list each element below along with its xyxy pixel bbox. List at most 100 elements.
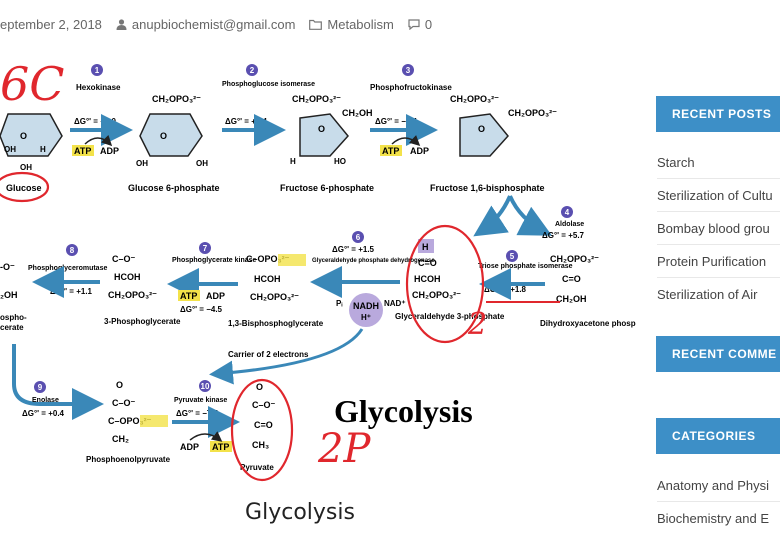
post-meta: eptember 2, 2018 anupbiochemist@gmail.co…: [0, 14, 640, 34]
svg-text:ATP: ATP: [212, 442, 229, 452]
svg-text:C=O: C=O: [254, 420, 273, 430]
svg-text:H: H: [422, 242, 429, 252]
recent-posts-title: RECENT POSTS: [656, 96, 780, 132]
label-fructose-6-phosphate: Fructose 6-phosphate: [280, 183, 374, 193]
svg-text:H: H: [290, 157, 296, 166]
enzyme-triose-phosphate-isomerase: Triose phosphate isomerase: [478, 263, 573, 270]
svg-text:C=O: C=O: [418, 258, 437, 268]
svg-text:NAD⁺: NAD⁺: [384, 299, 406, 308]
svg-text:ADP: ADP: [100, 146, 119, 156]
svg-text:ΔG°' = −3.4: ΔG°' = −3.4: [375, 117, 418, 126]
recent-post-link[interactable]: Bombay blood grou: [657, 221, 770, 236]
label-glyceraldehyde-3-phosphate: Glyceraldehyde 3-phosphate: [395, 312, 505, 321]
svg-text:Pᵢ: Pᵢ: [336, 299, 342, 308]
svg-text:8: 8: [70, 246, 75, 255]
handwritten-2p: 2P: [317, 426, 371, 472]
svg-text:C–O⁻: C–O⁻: [252, 400, 276, 410]
svg-text:HO: HO: [334, 157, 346, 166]
glycolysis-diagram: 6C O OH H OH Glucose 1 Hexokinase ΔG°' =…: [0, 44, 636, 499]
enzyme-hexokinase: Hexokinase: [76, 83, 121, 92]
label-glucose-6-phosphate: Glucose 6-phosphate: [128, 183, 220, 193]
svg-text:10: 10: [201, 382, 210, 391]
svg-text:CH₂: CH₂: [112, 434, 129, 444]
label-dhap: Dihydroxyacetone phosphate: [540, 319, 636, 328]
svg-text:9: 9: [38, 383, 43, 392]
enzyme-aldolase: Aldolase: [555, 221, 584, 228]
divider: [657, 178, 780, 179]
enzyme-gapdh: Glyceraldehyde phosphate dehydrogenase: [312, 258, 435, 264]
svg-text:ΔG°' = −4.0: ΔG°' = −4.0: [74, 117, 117, 126]
post-date-text: eptember 2, 2018: [0, 16, 102, 32]
categories-title: CATEGORIES: [656, 418, 780, 454]
svg-text:ATP: ATP: [74, 146, 91, 156]
svg-text:4: 4: [565, 208, 570, 217]
enzyme-phosphoglyceromutase: Phosphoglyceromutase: [28, 265, 107, 272]
svg-text:1: 1: [95, 66, 100, 75]
folder-icon: [309, 19, 323, 30]
svg-text:ΔG°' = +5.7: ΔG°' = +5.7: [542, 231, 585, 240]
svg-text:ΔG°' = −7.5: ΔG°' = −7.5: [176, 409, 219, 418]
svg-text:₂OH: ₂OH: [0, 290, 18, 300]
post-category-text[interactable]: Metabolism: [327, 16, 394, 32]
category-link[interactable]: Biochemistry and E: [657, 511, 769, 526]
svg-text:5: 5: [510, 252, 515, 261]
svg-text:ΔG°' = +0.4: ΔG°' = +0.4: [22, 409, 65, 418]
svg-text:ΔG°' = +1.1: ΔG°' = +1.1: [50, 287, 93, 296]
post-date: eptember 2, 2018: [0, 17, 102, 32]
svg-text:CH₂OPO₃²⁻: CH₂OPO₃²⁻: [292, 94, 341, 104]
svg-text:CH₂OPO₃²⁻: CH₂OPO₃²⁻: [450, 94, 499, 104]
svg-text:CH₂OPO₃²⁻: CH₂OPO₃²⁻: [550, 254, 599, 264]
post-author[interactable]: anupbiochemist@gmail.com: [116, 16, 296, 32]
svg-text:ΔG°' = +0.4: ΔG°' = +0.4: [225, 117, 268, 126]
svg-text:ΔG°' = +1.8: ΔG°' = +1.8: [484, 285, 527, 294]
svg-text:CH₂OPO₃²⁻: CH₂OPO₃²⁻: [250, 292, 299, 302]
label-1-3-bisphosphoglycerate: 1,3-Bisphosphoglycerate: [228, 319, 324, 328]
svg-text:CH₃: CH₃: [252, 440, 269, 450]
recent-post-link[interactable]: Starch: [657, 155, 695, 170]
recent-comments-title: RECENT COMME: [656, 336, 780, 372]
svg-text:HCOH: HCOH: [254, 274, 281, 284]
svg-text:H⁺: H⁺: [361, 313, 371, 322]
svg-text:C–OPO₃²⁻: C–OPO₃²⁻: [246, 254, 290, 264]
label-pyruvate: Pyruvate: [240, 463, 274, 472]
recent-post-link[interactable]: Sterilization of Cultu: [657, 188, 773, 203]
svg-text:ospho-: ospho-: [0, 313, 27, 322]
svg-text:6: 6: [356, 233, 361, 242]
handwritten-2: 2: [467, 307, 487, 342]
svg-text:OH: OH: [136, 159, 148, 168]
enzyme-enolase: Enolase: [32, 397, 59, 404]
svg-text:ΔG°' = −4.5: ΔG°' = −4.5: [180, 305, 223, 314]
enzyme-phosphoglucose-isomerase: Phosphoglucose isomerase: [222, 81, 315, 88]
recent-post-link[interactable]: Protein Purification: [657, 254, 767, 269]
label-3-phosphoglycerate: 3-Phosphoglycerate: [104, 317, 181, 326]
divider: [657, 277, 780, 278]
post-author-text[interactable]: anupbiochemist@gmail.com: [131, 16, 296, 32]
post-category[interactable]: Metabolism: [309, 16, 394, 32]
svg-text:C–O⁻: C–O⁻: [112, 398, 136, 408]
post-comments-count[interactable]: 0: [424, 16, 433, 32]
recent-post-link[interactable]: Sterilization of Air: [657, 287, 758, 302]
svg-text:OH: OH: [4, 145, 16, 154]
svg-text:ADP: ADP: [180, 442, 199, 452]
svg-text:ADP: ADP: [206, 291, 225, 301]
svg-text:O: O: [318, 124, 325, 134]
svg-text:H: H: [40, 145, 46, 154]
svg-text:7: 7: [203, 244, 208, 253]
svg-text:C–O⁻: C–O⁻: [112, 254, 136, 264]
category-link[interactable]: Anatomy and Physi: [657, 478, 770, 493]
label-fructose-1-6-bisphosphate: Fructose 1,6-bisphosphate: [430, 183, 545, 193]
nadh-badge: NADH: [353, 301, 379, 311]
label-glucose: Glucose: [6, 183, 42, 193]
svg-text:ADP: ADP: [410, 146, 429, 156]
svg-text:CH₂OPO₃²⁻: CH₂OPO₃²⁻: [508, 108, 557, 118]
post-comments[interactable]: 0: [408, 17, 432, 32]
svg-text:ATP: ATP: [382, 146, 399, 156]
svg-text:C–OPO₃²⁻: C–OPO₃²⁻: [108, 416, 152, 426]
divider: [657, 244, 780, 245]
comment-icon: [408, 18, 420, 30]
handwritten-6c: 6C: [0, 57, 64, 111]
svg-text:O: O: [256, 382, 263, 392]
svg-text:O: O: [478, 124, 485, 134]
enzyme-phosphoglycerate-kinase: Phosphoglycerate kinase: [172, 257, 257, 264]
svg-text:ΔG°' = +1.5: ΔG°' = +1.5: [332, 245, 375, 254]
